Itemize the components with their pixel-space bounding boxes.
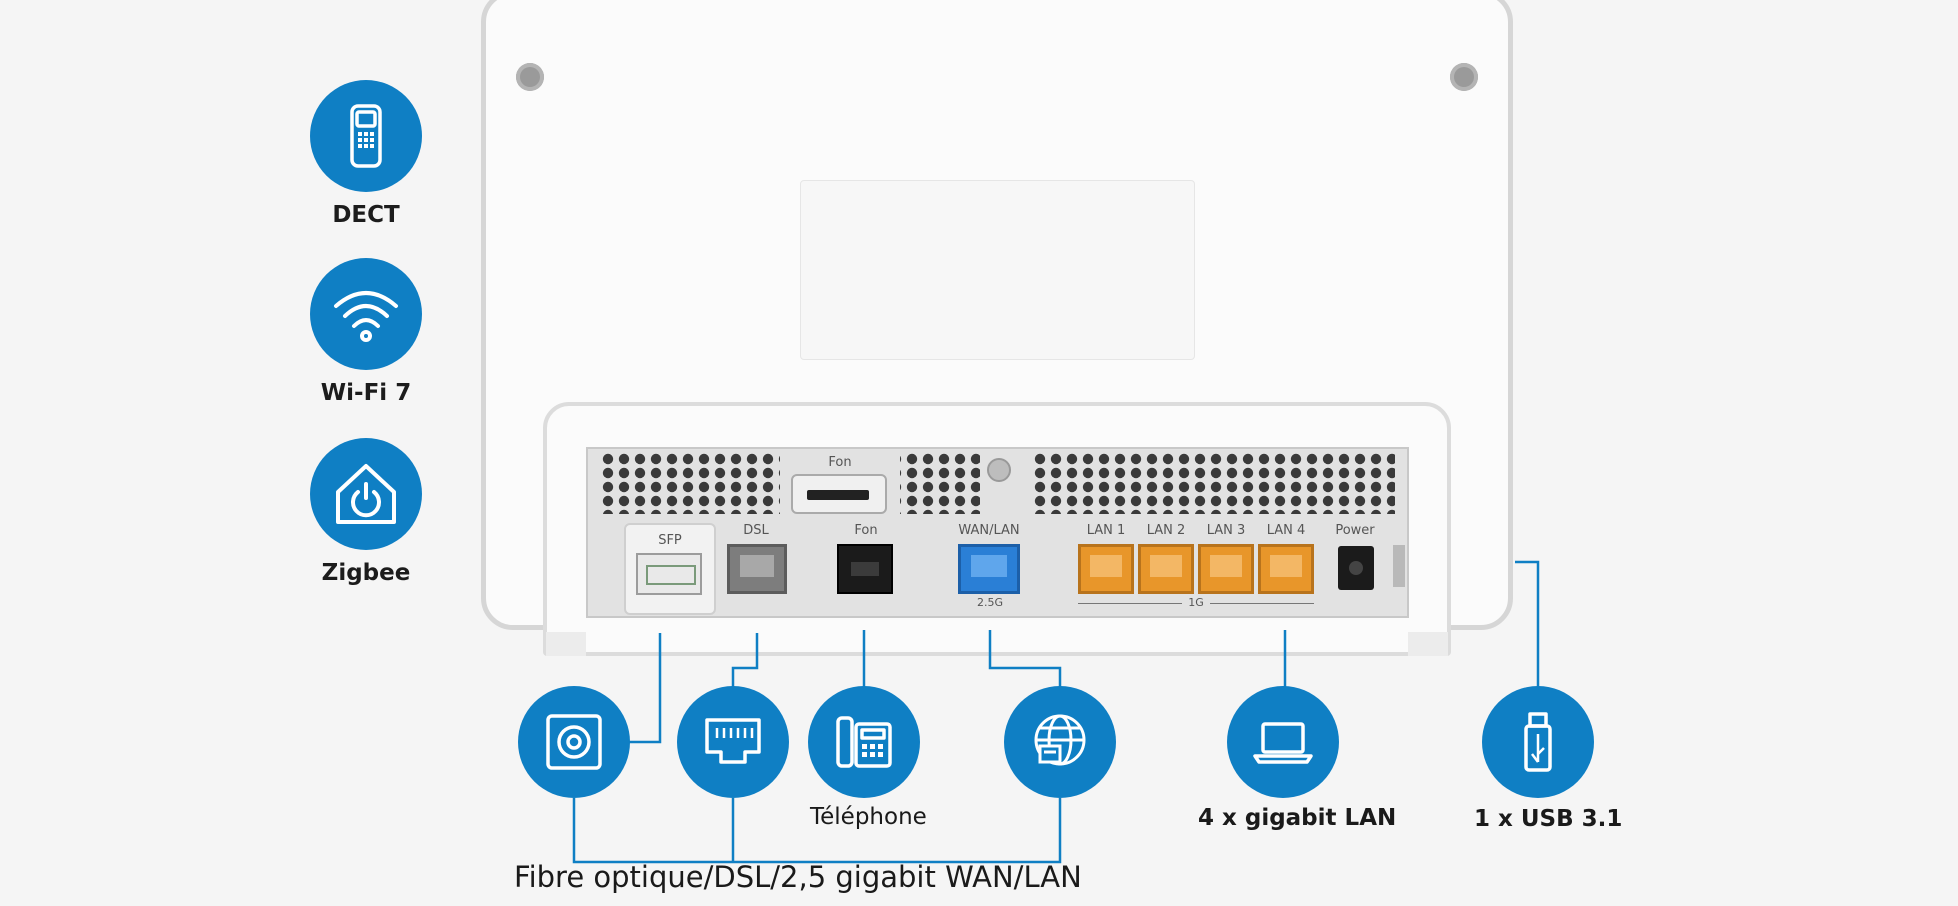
lan4-label: LAN 4 (1266, 523, 1306, 538)
smart-home-icon (336, 464, 396, 524)
usb-caption: 1 x USB 3.1 (1474, 806, 1623, 832)
lan-speed-label: 1G (1182, 596, 1210, 609)
wan-port[interactable] (958, 544, 1020, 594)
lan3-port[interactable] (1198, 544, 1254, 594)
laptop-icon (1253, 722, 1313, 764)
fibre-optic-icon (546, 714, 602, 770)
lan1-label: LAN 1 (1086, 523, 1126, 538)
router-label-area (800, 180, 1195, 360)
router-foot-right (1408, 632, 1448, 656)
sfp-label: SFP (658, 533, 682, 548)
lan1-port[interactable] (1078, 544, 1134, 594)
desk-phone-icon (836, 716, 892, 768)
usb-side-port[interactable] (1393, 545, 1405, 587)
fon-port[interactable] (837, 544, 893, 594)
wan-label: WAN/LAN (958, 523, 1020, 538)
fon-top-label: Fon (828, 455, 852, 470)
ventilation-grille (600, 452, 1395, 514)
feature-label-dect: DECT (332, 202, 400, 228)
dect-phone-icon (350, 104, 382, 168)
power-label: Power (1335, 523, 1375, 538)
wan-speed-label: 2.5G (976, 596, 1004, 609)
router-foot-left (546, 632, 586, 656)
dect-feature-badge (310, 80, 422, 192)
wan-callout-badge (1004, 686, 1116, 798)
lan-callout-badge (1227, 686, 1339, 798)
dsl-port[interactable] (727, 544, 787, 594)
fon-top-port[interactable] (791, 474, 887, 514)
router-screw-right (1450, 63, 1478, 91)
feature-label-wifi: Wi-Fi 7 (320, 380, 412, 406)
wifi-feature-badge (310, 258, 422, 370)
usb-callout-badge (1482, 686, 1594, 798)
dsl-callout-badge (677, 686, 789, 798)
dsl-label: DSL (743, 523, 769, 538)
wan-group-caption: Fibre optique/DSL/2,5 gigabit WAN/LAN (514, 860, 1082, 894)
globe-network-icon (1034, 714, 1086, 766)
reset-button-icon[interactable] (987, 458, 1011, 482)
lan-caption: 4 x gigabit LAN (1198, 805, 1397, 831)
lan2-label: LAN 2 (1146, 523, 1186, 538)
router-screw-left (516, 63, 544, 91)
fibre-callout-badge (518, 686, 630, 798)
usb-stick-icon (1524, 712, 1552, 772)
lan3-label: LAN 3 (1206, 523, 1246, 538)
lan2-port[interactable] (1138, 544, 1194, 594)
power-port[interactable] (1338, 546, 1374, 590)
feature-label-zigbee: Zigbee (321, 560, 411, 586)
wifi-icon (334, 291, 398, 342)
telephone-caption: Téléphone (810, 804, 927, 830)
telephone-callout-badge (808, 686, 920, 798)
fon-label: Fon (854, 523, 878, 538)
ethernet-port-icon (705, 718, 761, 764)
sfp-port[interactable] (636, 553, 702, 595)
lan4-port[interactable] (1258, 544, 1314, 594)
zigbee-feature-badge (310, 438, 422, 550)
